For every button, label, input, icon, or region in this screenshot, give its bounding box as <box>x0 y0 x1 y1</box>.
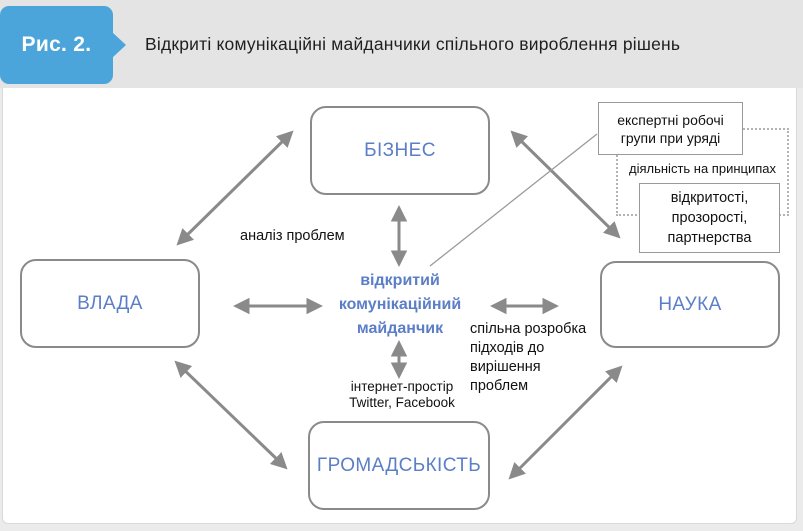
node-public: ГРОМАДСЬКІСТЬ <box>308 421 490 510</box>
label-principles-caption: діяльність на принципах <box>629 161 776 176</box>
figure-number-label: Рис. 2. <box>21 33 92 56</box>
node-government: ВЛАДА <box>20 259 200 348</box>
node-public-label: ГРОМАДСЬКІСТЬ <box>316 454 482 476</box>
node-government-label: ВЛАДА <box>77 292 143 314</box>
node-science: НАУКА <box>600 261 780 348</box>
node-business-label: БІЗНЕС <box>364 139 436 161</box>
figure-header-bar: Відкриті комунікаційні майданчики спільн… <box>0 0 803 88</box>
callout-expert-groups-label: експертні робочі групи при уряді <box>617 111 724 146</box>
callout-principles: відкритості, прозорості, партнерства <box>639 183 780 253</box>
figure-number-badge: Рис. 2. <box>0 6 113 84</box>
figure-title: Відкриті комунікаційні майданчики спільн… <box>145 33 681 54</box>
label-internet-space: інтернет-простір Twitter, Facebook <box>349 379 455 410</box>
center-platform-label: відкритий комунікаційний майданчик <box>338 272 462 337</box>
node-science-label: НАУКА <box>658 293 722 315</box>
node-business: БІЗНЕС <box>310 106 490 195</box>
label-problem-analysis: аналіз проблем <box>240 228 345 244</box>
callout-expert-groups: експертні робочі групи при уряді <box>598 102 743 155</box>
label-joint-development: спільна розробка підходів до вирішення п… <box>470 321 587 394</box>
callout-principles-label: відкритості, прозорості, партнерства <box>667 190 752 246</box>
